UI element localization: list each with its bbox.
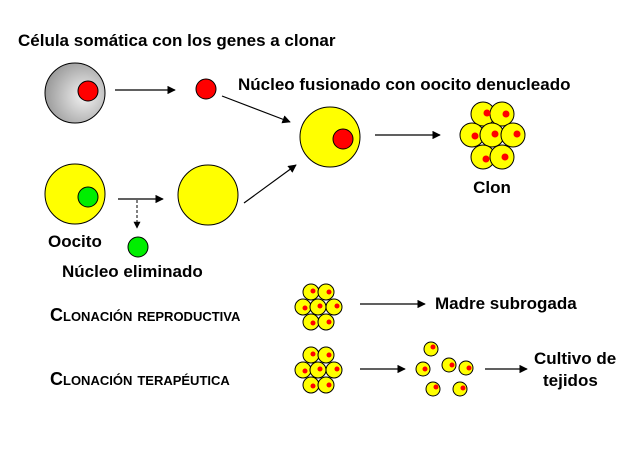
fused-cell [299, 106, 361, 168]
clone-cluster [459, 101, 526, 170]
tissue-culture-label-line2: tejidos [543, 371, 598, 390]
oocyte-nucleus [77, 186, 99, 208]
surrogate-mother-label: Madre subrogada [435, 294, 577, 313]
oocyte [44, 163, 106, 225]
enucleated-oocyte [177, 164, 239, 226]
reproductive-cloning-label: Clonación reproductiva [50, 305, 241, 325]
reproductive-cluster [294, 283, 343, 331]
clone-label: Clon [473, 178, 511, 197]
oocyte-label: Oocito [48, 232, 102, 251]
extracted-nucleus [195, 78, 217, 100]
tissue-culture-label-line1: Cultivo de [534, 349, 616, 368]
somatic-cell [44, 62, 106, 124]
arrow-oocyte-to-fused [243, 164, 297, 204]
dispersed-cells [415, 341, 474, 397]
removed-nucleus-label: Núcleo eliminado [62, 262, 203, 281]
therapeutic-cluster [294, 346, 343, 394]
fused-nucleus-label: Núcleo fusionado con oocito denucleado [238, 75, 570, 94]
somatic-nucleus [77, 80, 99, 102]
arrow-nucleus-to-fused [221, 95, 291, 124]
removed-nucleus [127, 236, 149, 258]
therapeutic-cloning-label: Clonación terapéutica [50, 369, 230, 389]
somatic-cell-label: Célula somática con los genes a clonar [18, 31, 336, 50]
